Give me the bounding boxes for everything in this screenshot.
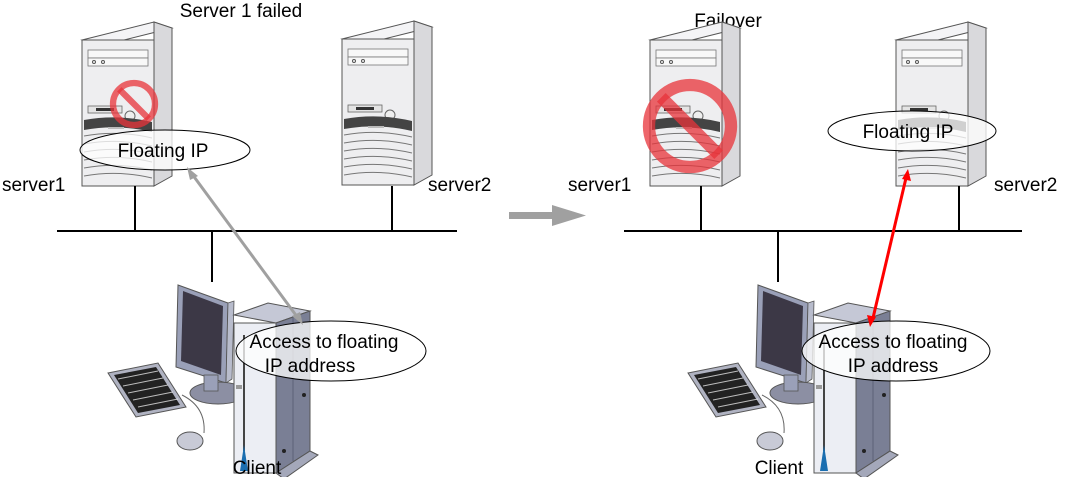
network-bus bbox=[57, 186, 457, 282]
panel-before: Server 1 failed server1 Floating IP serv… bbox=[2, 1, 491, 477]
client-label: Client bbox=[233, 458, 282, 477]
bubble-line-1: Access to floating bbox=[819, 332, 968, 353]
client-label: Client bbox=[755, 458, 804, 477]
floating-ip-label: Floating IP bbox=[118, 141, 209, 162]
client-icon bbox=[107, 284, 319, 477]
server1-node: server1 bbox=[2, 21, 173, 196]
network-bus bbox=[624, 186, 1022, 282]
server-label: server1 bbox=[568, 175, 631, 196]
server1-node: server1 bbox=[568, 21, 741, 196]
server-icon bbox=[895, 21, 987, 187]
server-label: server2 bbox=[994, 175, 1057, 196]
bubble-line-2: IP address bbox=[848, 356, 938, 377]
panel-title: Server 1 failed bbox=[180, 1, 303, 22]
floating-ip-label: Floating IP bbox=[863, 122, 954, 143]
client-icon bbox=[687, 284, 899, 477]
server-icon bbox=[341, 20, 433, 186]
bubble-line-2: IP address bbox=[265, 356, 355, 377]
server-label: server1 bbox=[2, 175, 65, 196]
access-arrow bbox=[867, 169, 911, 327]
access-arrow bbox=[187, 167, 303, 325]
floating-ip-bubble: Floating IP bbox=[79, 129, 251, 171]
server2-node: Floating IP server2 bbox=[827, 21, 1057, 196]
bubble-line-1: Access to floating bbox=[250, 332, 399, 353]
client-access-bubble: Access to floating IP address bbox=[801, 320, 991, 382]
panel-after: Failover server1 Floating IP server2 bbox=[568, 11, 1057, 477]
client-node: Access to floating IP address Client bbox=[687, 284, 991, 477]
client-access-bubble: Access to floating IP address bbox=[235, 320, 427, 382]
floating-ip-bubble: Floating IP bbox=[827, 110, 997, 152]
client-node: Access to floating IP address Client bbox=[107, 284, 427, 477]
server-label: server2 bbox=[428, 175, 491, 196]
right-arrow-icon bbox=[509, 205, 586, 226]
server2-node: server2 bbox=[341, 20, 491, 196]
